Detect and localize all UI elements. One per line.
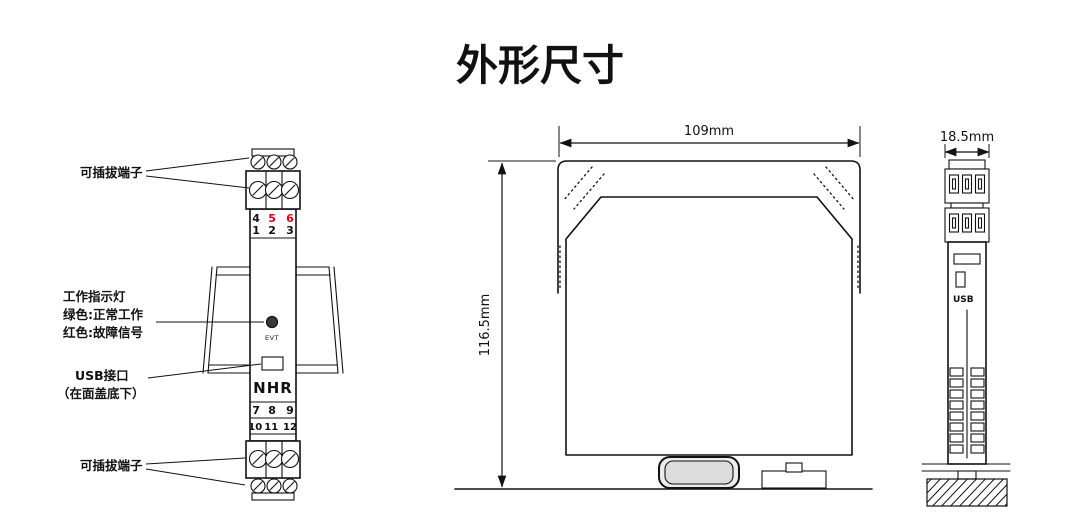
page-title: 外形尺寸: [456, 41, 624, 90]
top-terminal-leader: [145, 157, 250, 189]
end-waist: [950, 202, 984, 209]
depth-dimension-label: 18.5mm: [940, 130, 994, 145]
din-rail-clip: [658, 456, 827, 489]
indicator-label-line2: 绿色:正常工作: [63, 307, 143, 322]
terminal-numbers-top-row1: 4 5 6: [252, 212, 294, 225]
status-led: [265, 315, 279, 329]
indicator-label-line1: 工作指示灯: [63, 289, 126, 304]
end-view: 18.5mm USB: [921, 130, 1011, 507]
side-view: 109mm 116.5mm: [454, 124, 873, 490]
bottom-terminal-block: [245, 440, 301, 501]
depth-dimension: 18.5mm: [940, 130, 994, 158]
usb-port: [261, 356, 284, 371]
width-dimension: 109mm: [558, 124, 861, 157]
hidden-terminal-edges: [559, 166, 859, 290]
usb-label-line1: USB接口: [75, 368, 129, 383]
terminal-numbers-bottom-row2: 10 11 12: [248, 422, 297, 433]
end-rail-section: [921, 463, 1011, 507]
height-dimension: 116.5mm: [478, 160, 556, 488]
end-usb-port: [955, 271, 966, 288]
rail-hatch: [927, 479, 1007, 506]
evt-label: EVT: [265, 334, 279, 342]
width-dimension-label: 109mm: [684, 124, 734, 139]
end-vent-grid: [949, 367, 985, 454]
bottom-terminal-leader: [145, 457, 246, 486]
end-slot: [953, 253, 981, 265]
bottom-terminal-callout-label: 可插拔端子: [80, 458, 143, 473]
top-terminal-block: [245, 148, 301, 210]
side-outline: [557, 160, 861, 456]
front-view-callouts: 可插拔端子 工作指示灯 绿色:正常工作 红色:故障信号 USB接口 （在面盖底下…: [57, 157, 264, 486]
top-terminal-callout-label: 可插拔端子: [80, 165, 143, 180]
height-dimension-label: 116.5mm: [478, 294, 493, 357]
usb-text: USB: [953, 295, 974, 305]
indicator-label-line3: 红色:故障信号: [63, 325, 143, 340]
nhr-logo: NHR: [253, 379, 293, 397]
terminal-numbers-top-row2: 1 2 3: [252, 224, 294, 237]
end-module: USB: [944, 159, 990, 465]
din-rail: [202, 266, 344, 374]
end-top-cap: [948, 159, 986, 170]
end-terminal-block-1: [944, 168, 990, 204]
module-front: 4 5 6 1 2 3 EVT NHR 7 8 9: [245, 148, 301, 501]
end-terminal-block-2: [944, 207, 990, 243]
usb-label-line2: （在面盖底下）: [57, 386, 145, 401]
front-view: 4 5 6 1 2 3 EVT NHR 7 8 9: [57, 148, 344, 501]
terminal-numbers-bottom-row1: 7 8 9: [252, 404, 294, 417]
usb-leader: [147, 363, 262, 379]
